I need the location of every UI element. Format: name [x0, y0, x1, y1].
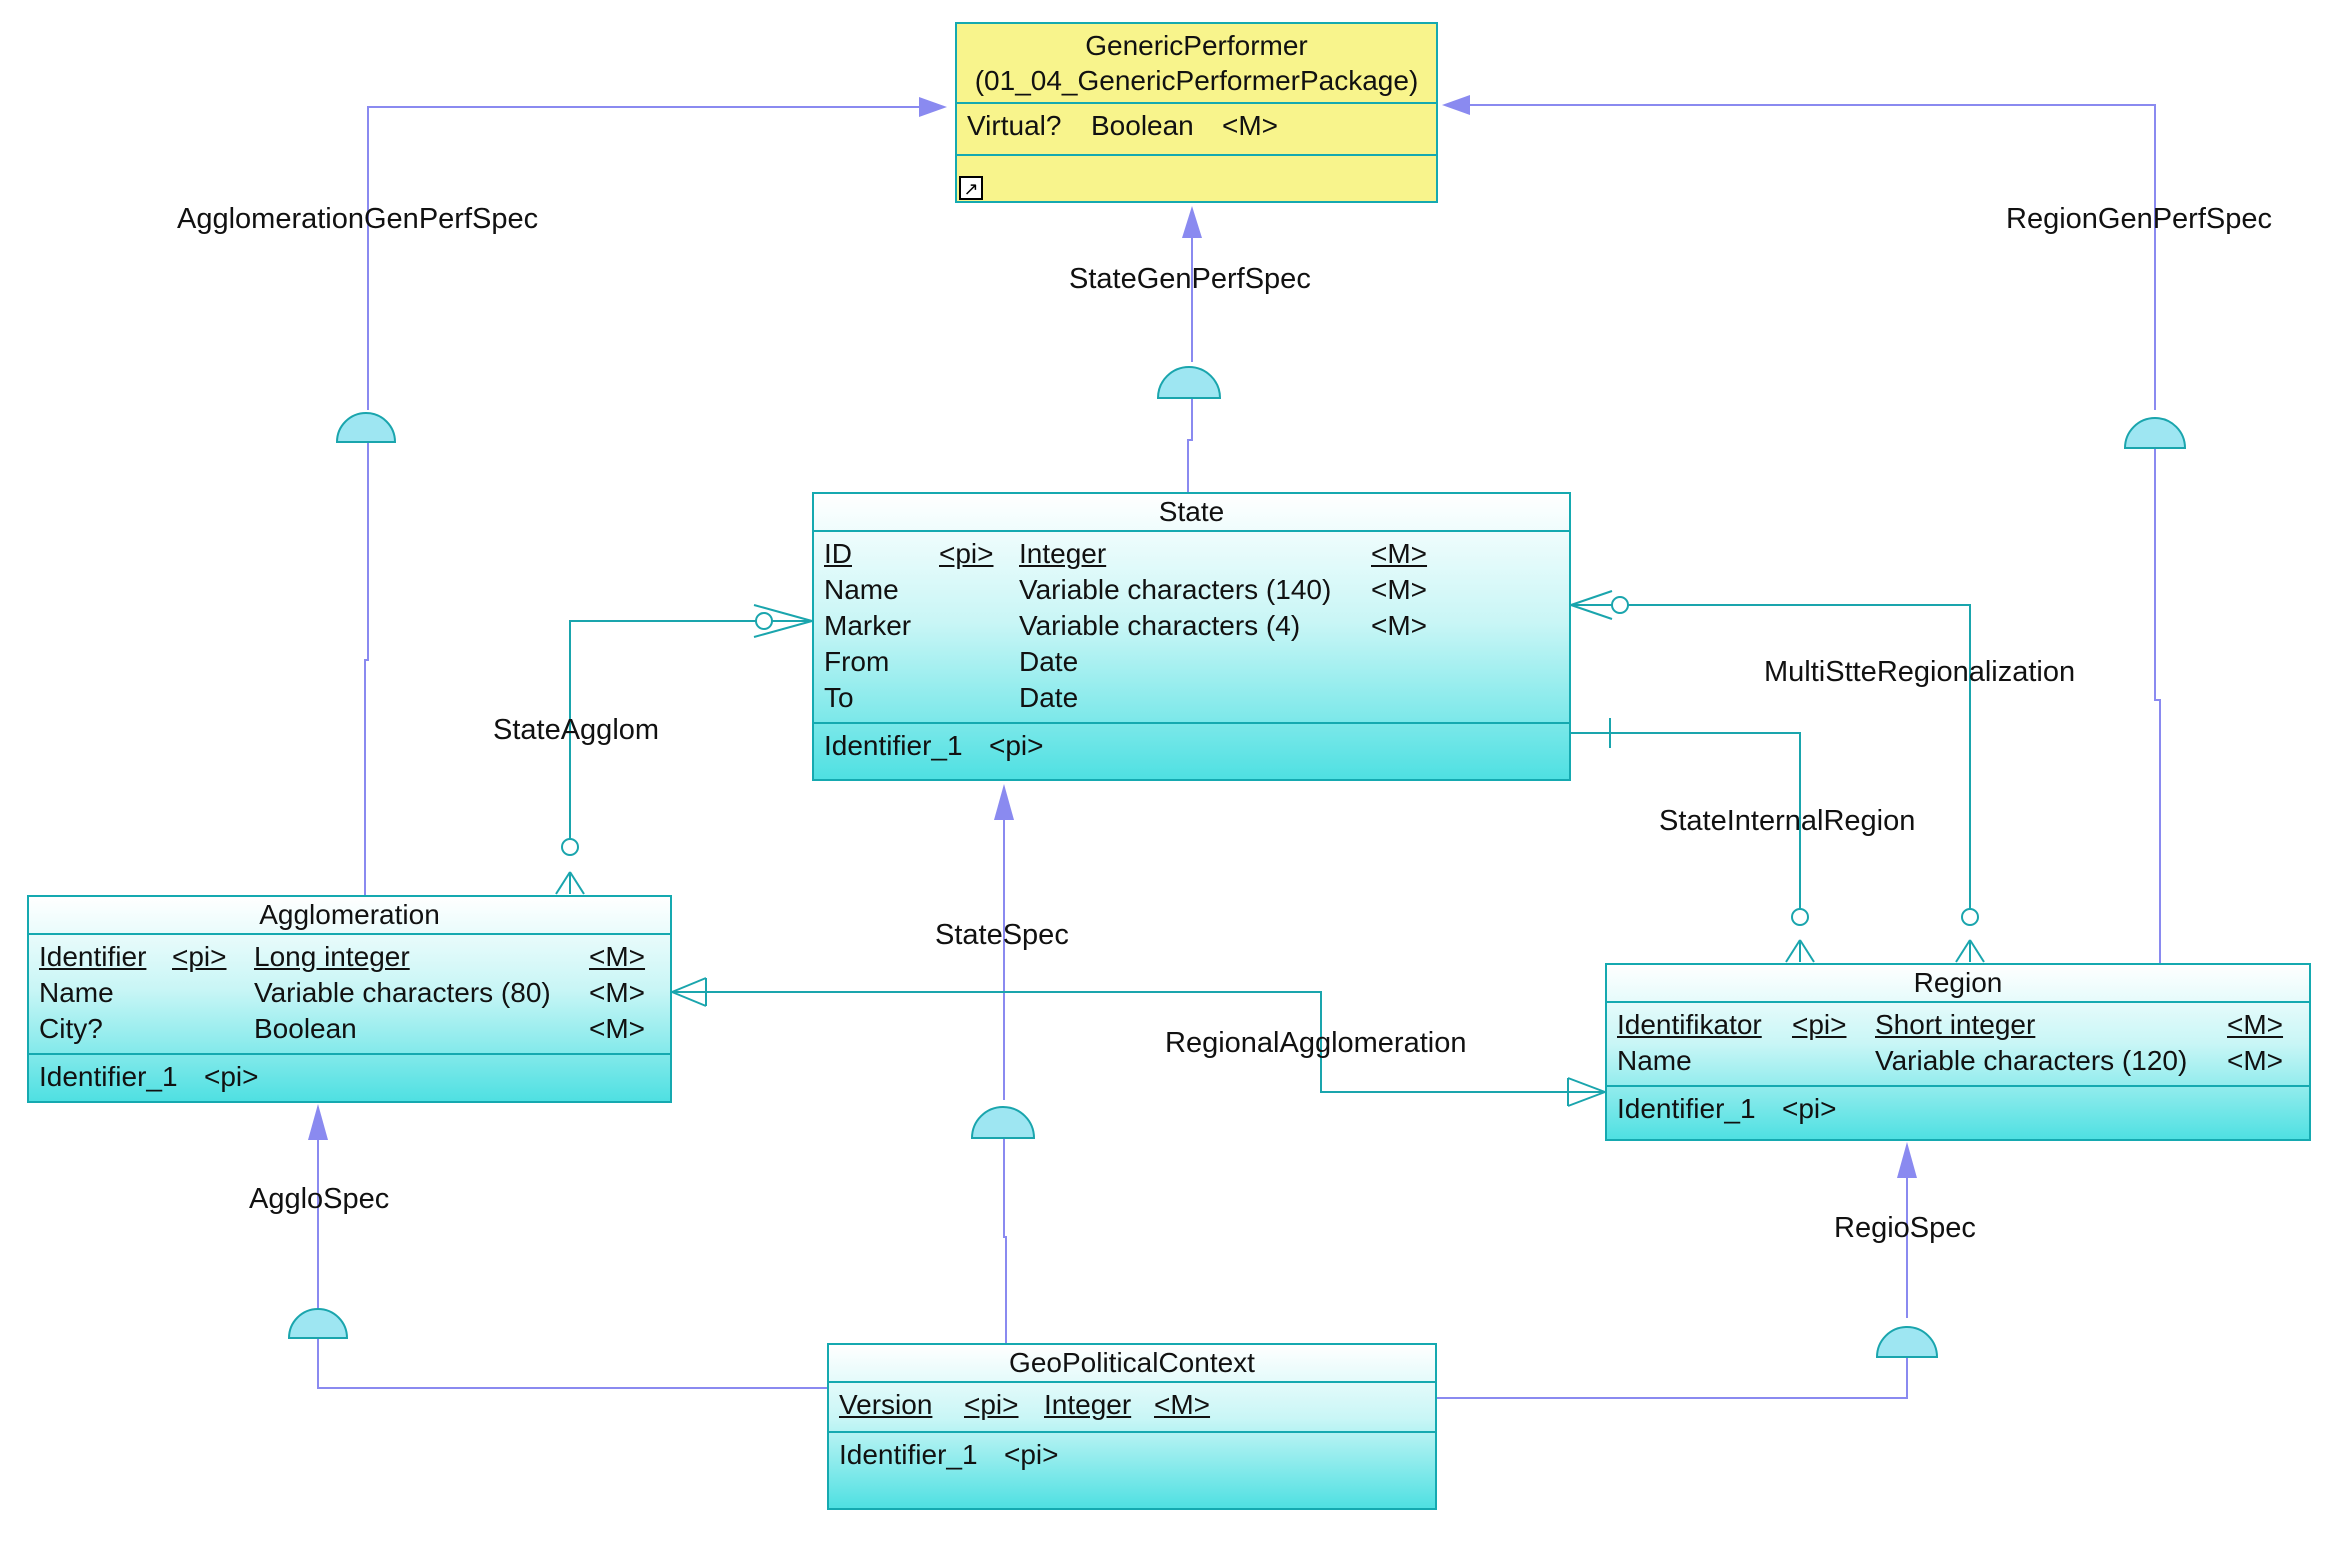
identifier-name: Identifier_1: [824, 730, 963, 761]
inheritance-semicircle-region: [2123, 417, 2187, 449]
attr-version-pi: <pi>: [964, 1389, 1019, 1420]
attr-name-mandatory: <M>: [1371, 574, 1428, 605]
entity-geopoliticalcontext[interactable]: GeoPoliticalContext Version <pi> Integer…: [827, 1343, 1437, 1510]
label-stategenperfspec: StateGenPerfSpec: [1069, 263, 1311, 295]
attr-version-name: Version: [839, 1389, 933, 1420]
label-stateinternalregion: StateInternalRegion: [1659, 805, 1916, 837]
attr-id-pi: <pi>: [939, 538, 994, 569]
attr-from-type: Date: [1019, 646, 1079, 677]
attr-virtual-mandatory: <M>: [1222, 110, 1279, 141]
attr-name-type: Variable characters (120): [1875, 1045, 2188, 1076]
identifier-pi: <pi>: [989, 730, 1044, 761]
relationship-stateinternalregion: [1571, 718, 1815, 963]
attr-marker-name: Marker: [824, 610, 912, 641]
attr-name-type: Variable characters (140): [1019, 574, 1332, 605]
identifier-pi: <pi>: [1782, 1093, 1837, 1124]
attr-identifikator-name: Identifikator: [1617, 1009, 1762, 1040]
entity-agglomeration[interactable]: Agglomeration Identifier <pi> Long integ…: [27, 895, 672, 1103]
attr-row: From Date: [814, 644, 1569, 680]
attr-row: Version <pi> Integer <M>: [829, 1387, 1435, 1423]
attr-city-type: Boolean: [254, 1013, 357, 1044]
relationship-stateagglom: [555, 604, 813, 895]
attr-name-mandatory: <M>: [589, 977, 646, 1008]
inheritance-state-genperf: [1182, 206, 1202, 492]
identifier-name: Identifier_1: [839, 1439, 978, 1470]
entity-genericperformer-package: (01_04_GenericPerformerPackage): [974, 65, 1419, 96]
identifier-name: Identifier_1: [39, 1061, 178, 1092]
attr-id-name: ID: [824, 538, 852, 569]
attr-identifikator-type: Short integer: [1875, 1009, 2036, 1040]
attr-name-name: Name: [1617, 1045, 1692, 1076]
entity-genericperformer[interactable]: GenericPerformer (01_04_GenericPerformer…: [955, 22, 1438, 203]
inheritance-geopol-agglomeration: [308, 1104, 827, 1389]
label-statespec: StateSpec: [935, 919, 1069, 951]
attr-name-name: Name: [824, 574, 899, 605]
entity-state-title: State: [814, 494, 1569, 532]
label-agglomerationgenperfspec: AgglomerationGenPerfSpec: [177, 203, 539, 235]
entity-region[interactable]: Region Identifikator <pi> Short integer …: [1605, 963, 2311, 1141]
attr-row: Name Variable characters (80) <M>: [29, 975, 670, 1011]
inheritance-semicircle-statespec: [970, 1106, 1036, 1139]
entity-geopoliticalcontext-title: GeoPoliticalContext: [829, 1345, 1435, 1383]
attr-virtual-type: Boolean: [1091, 110, 1194, 141]
identifier-pi: <pi>: [1004, 1439, 1059, 1470]
entity-genericperformer-title: GenericPerformer: [1085, 30, 1308, 61]
attr-city-mandatory: <M>: [589, 1013, 646, 1044]
inheritance-semicircle-agglomeration: [335, 412, 397, 443]
attr-row: To Date: [814, 680, 1569, 716]
entity-agglomeration-title: Agglomeration: [29, 897, 670, 935]
attr-name-mandatory: <M>: [2227, 1045, 2284, 1076]
attr-name-type: Variable characters (80): [254, 977, 551, 1008]
attr-virtual-name: Virtual?: [967, 110, 1062, 141]
entity-region-title: Region: [1607, 965, 2309, 1003]
label-regiongenperfspec: RegionGenPerfSpec: [2006, 203, 2272, 235]
attr-row: Name Variable characters (120) <M>: [1607, 1043, 2309, 1079]
label-agglospec: AggloSpec: [249, 1183, 390, 1215]
attr-row: City? Boolean <M>: [29, 1011, 670, 1047]
attr-row: Marker Variable characters (4) <M>: [814, 608, 1569, 644]
attr-identifier-mandatory: <M>: [589, 941, 646, 972]
label-multistateregionalization: MultiStteRegionalization: [1764, 656, 2076, 688]
attr-identifikator-mandatory: <M>: [2227, 1009, 2284, 1040]
attr-city-name: City?: [39, 1013, 103, 1044]
label-regionalagglomeration: RegionalAgglomeration: [1165, 1027, 1467, 1059]
inheritance-geopol-region: [1437, 1142, 1917, 1399]
attr-id-mandatory: <M>: [1371, 538, 1428, 569]
attr-row: Name Variable characters (140) <M>: [814, 572, 1569, 608]
relationship-multistateregionalization: [1570, 590, 1985, 963]
label-stateagglom: StateAgglom: [493, 714, 660, 746]
attr-id-type: Integer: [1019, 538, 1107, 569]
attr-version-type: Integer: [1044, 1389, 1132, 1420]
attr-version-mandatory: <M>: [1154, 1389, 1211, 1420]
attr-to-name: To: [824, 682, 854, 713]
attr-name-name: Name: [39, 977, 114, 1008]
identifier-name: Identifier_1: [1617, 1093, 1756, 1124]
entity-state[interactable]: State ID <pi> Integer <M> Name Variable …: [812, 492, 1571, 781]
label-regiospec: RegioSpec: [1834, 1212, 1976, 1244]
attr-marker-type: Variable characters (4): [1019, 610, 1301, 641]
attr-marker-mandatory: <M>: [1371, 610, 1428, 641]
attr-to-type: Date: [1019, 682, 1079, 713]
inheritance-geopol-state: [994, 784, 1014, 1343]
inheritance-semicircle-state: [1156, 366, 1222, 399]
inheritance-semicircle-regiospec: [1875, 1326, 1939, 1358]
attr-row: Identifier <pi> Long integer <M>: [29, 939, 670, 975]
inheritance-region-genperf: [1442, 95, 2161, 963]
attr-identifier-type: Long integer: [254, 941, 410, 972]
attr-identifier-name: Identifier: [39, 941, 147, 972]
inheritance-agglomeration-genperf: [364, 97, 947, 895]
identifier-pi: <pi>: [204, 1061, 259, 1092]
attr-row: Identifikator <pi> Short integer <M>: [1607, 1007, 2309, 1043]
attr-row: ID <pi> Integer <M>: [814, 536, 1569, 572]
attr-identifikator-pi: <pi>: [1792, 1009, 1847, 1040]
relationship-regionalagglomeration: [671, 977, 1606, 1107]
attr-identifier-pi: <pi>: [172, 941, 227, 972]
inheritance-semicircle-agglospec: [287, 1308, 349, 1339]
attr-from-name: From: [824, 646, 890, 677]
shortcut-arrow-icon: ↗: [959, 176, 983, 200]
